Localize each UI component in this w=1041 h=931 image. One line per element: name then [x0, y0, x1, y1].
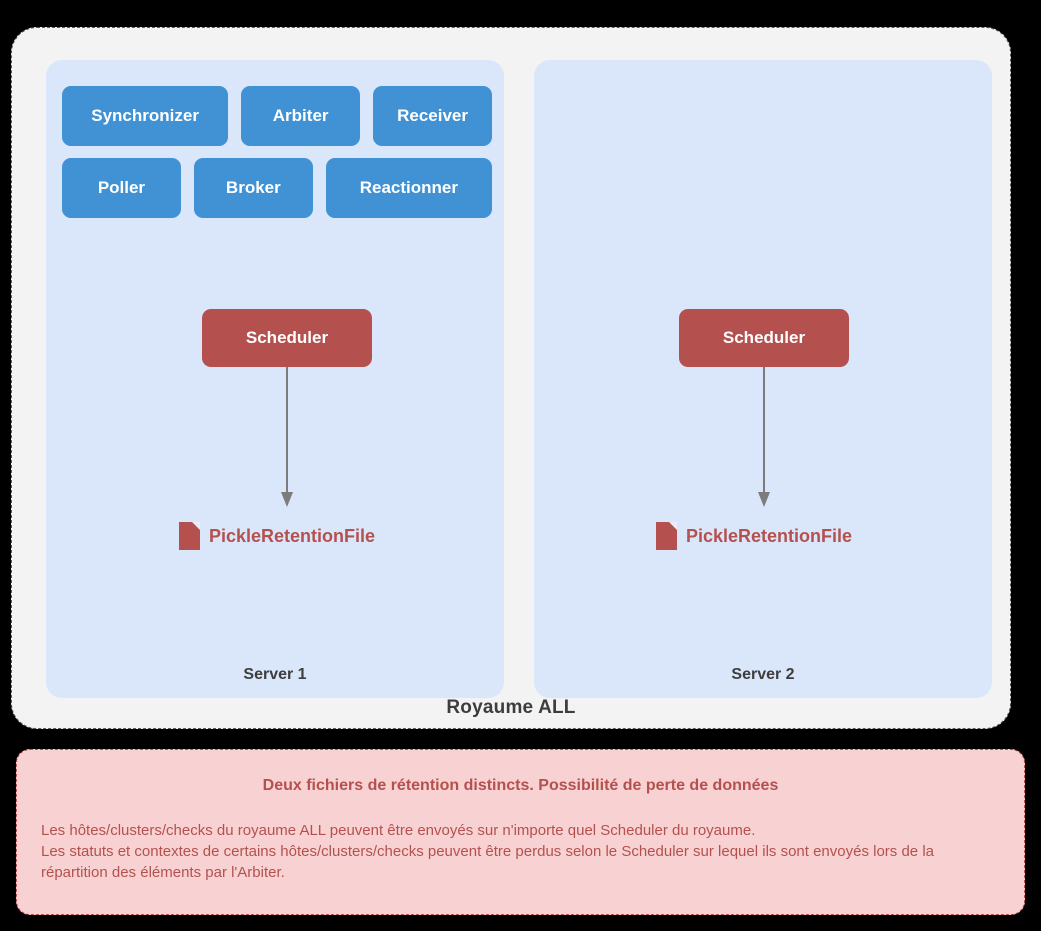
realm-label: Royaume ALL — [446, 697, 576, 718]
retention-file-server-1[interactable]: PickleRetentionFile — [179, 522, 375, 550]
daemon-reactionner[interactable]: Reactionner — [325, 158, 492, 218]
warning-line-1: Les hôtes/clusters/checks du royaume ALL… — [41, 822, 756, 839]
file-fold-corner — [669, 522, 677, 530]
arrow-head-icon — [281, 492, 293, 507]
arrow-shaft — [286, 367, 288, 497]
arrow-head-icon — [758, 492, 770, 507]
retention-file-server-2[interactable]: PickleRetentionFile — [656, 522, 852, 550]
warning-body: Les hôtes/clusters/checks du royaume ALL… — [41, 820, 1000, 883]
server-label-2: Server 2 — [731, 666, 795, 683]
arrow-scheduler-to-file-1 — [281, 367, 293, 510]
file-fold-corner — [192, 522, 200, 530]
warning-panel: Deux fichiers de rétention distincts. Po… — [16, 749, 1025, 915]
daemon-synchronizer[interactable]: Synchronizer — [62, 86, 229, 146]
daemon-grid-server-1: Synchronizer Arbiter Receiver Poller Bro… — [62, 86, 492, 230]
retention-file-label: PickleRetentionFile — [686, 525, 853, 546]
server-panel-1: Synchronizer Arbiter Receiver Poller Bro… — [46, 60, 504, 698]
daemon-row-1: Synchronizer Arbiter Receiver — [62, 86, 492, 146]
server-panel-2: Scheduler PickleRetentionFile Server 2 — [534, 60, 992, 698]
daemon-row-2: Poller Broker Reactionner — [62, 158, 492, 218]
server-label-1: Server 1 — [243, 666, 307, 683]
warning-title: Deux fichiers de rétention distincts. Po… — [262, 777, 779, 794]
file-icon — [179, 522, 200, 550]
scheduler-node-server-2[interactable]: Scheduler — [679, 309, 849, 367]
warning-line-2: Les statuts et contextes de certains hôt… — [41, 843, 934, 881]
retention-file-label: PickleRetentionFile — [209, 525, 376, 546]
daemon-arbiter[interactable]: Arbiter — [241, 86, 361, 146]
file-icon — [656, 522, 677, 550]
daemon-broker[interactable]: Broker — [193, 158, 313, 218]
daemon-poller[interactable]: Poller — [62, 158, 181, 218]
realm-container: Synchronizer Arbiter Receiver Poller Bro… — [11, 27, 1011, 729]
scheduler-node-server-1[interactable]: Scheduler — [202, 309, 372, 367]
arrow-shaft — [763, 367, 765, 497]
arrow-scheduler-to-file-2 — [758, 367, 770, 510]
daemon-receiver[interactable]: Receiver — [373, 86, 492, 146]
